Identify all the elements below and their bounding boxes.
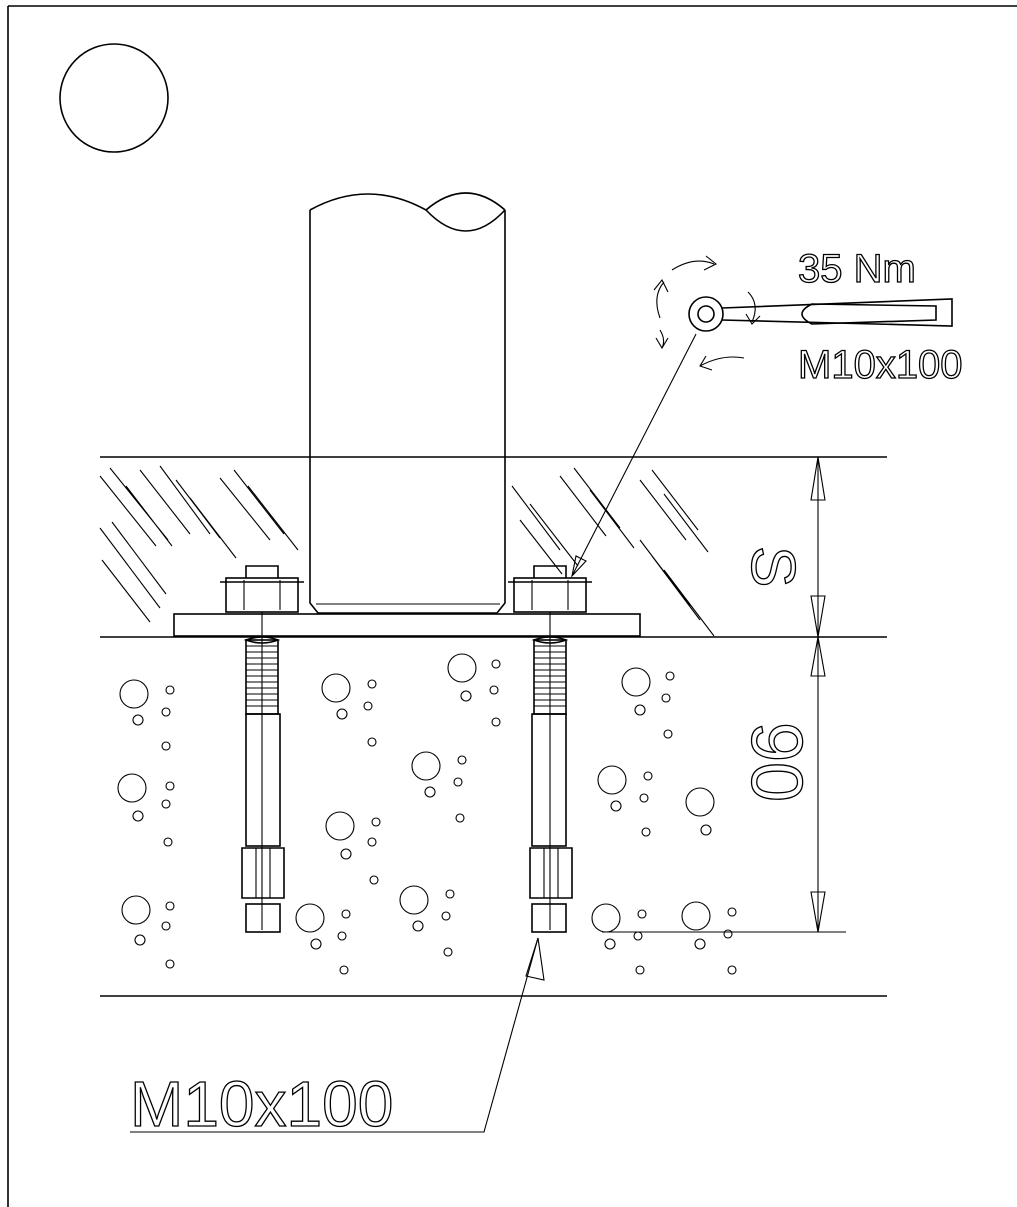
- dimension-s: [810, 456, 826, 638]
- thickness-dimension-label: S: [738, 546, 807, 587]
- wrench-anchor-label: M10x100: [798, 343, 963, 387]
- anchor-callout-label: M10x100: [130, 1068, 393, 1140]
- dimension-90: [602, 636, 846, 933]
- wrench-leader: [571, 333, 697, 577]
- embedment-depth-label: 90: [736, 722, 816, 802]
- post: [309, 192, 506, 614]
- drawing-frame: [7, 5, 1017, 1207]
- torque-value-label: 35 Nm: [798, 247, 916, 291]
- anchor-bolt-right: [508, 565, 592, 933]
- surface-layer-hatching: [99, 465, 715, 637]
- base-plate: [173, 613, 641, 637]
- anchor-bolt-left: [220, 565, 304, 933]
- concrete-aggregate: [117, 653, 737, 975]
- detail-marker-circle: [59, 43, 169, 153]
- anchor-callout: [130, 937, 545, 1133]
- torque-wrench: [571, 255, 953, 578]
- layer-lines: [100, 456, 887, 997]
